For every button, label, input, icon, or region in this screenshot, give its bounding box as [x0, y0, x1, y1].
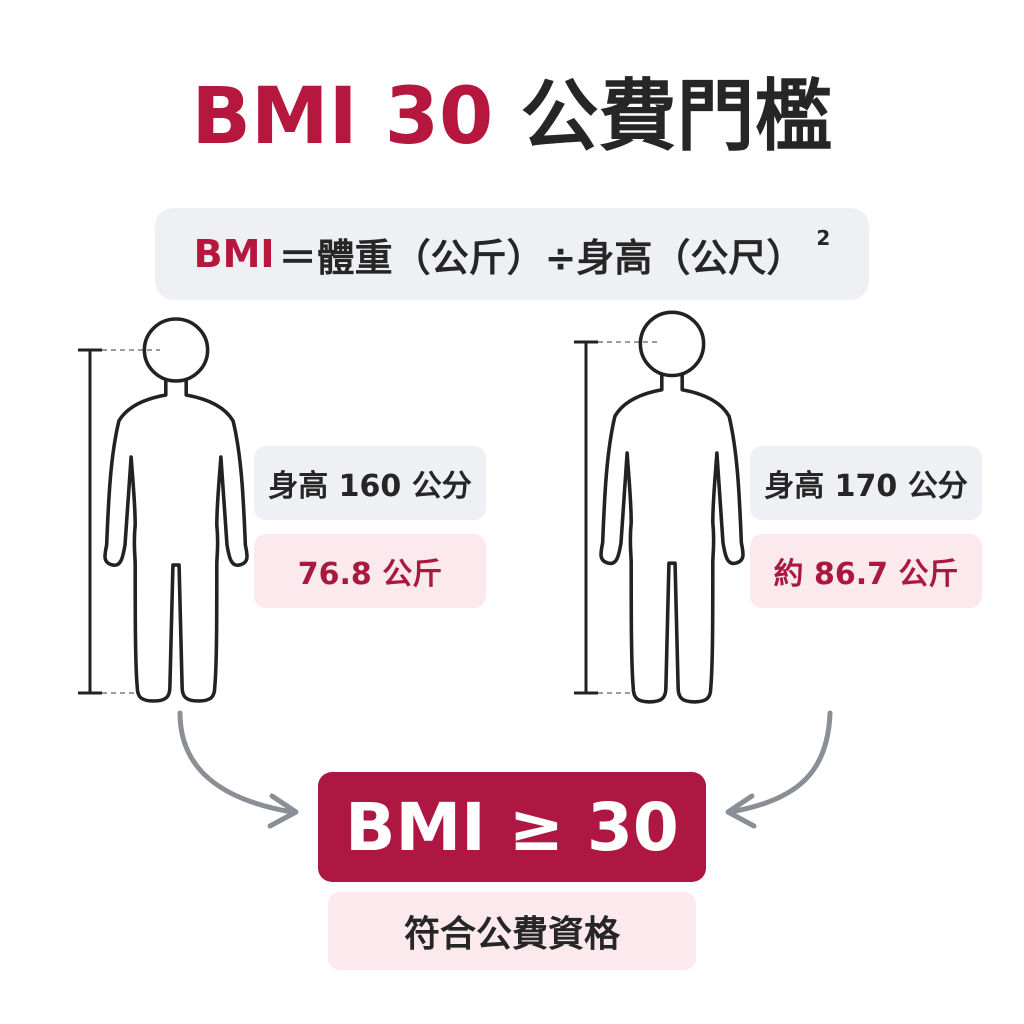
eligibility-box: 符合公費資格: [328, 892, 696, 970]
right-person-silhouette-icon: [599, 310, 745, 704]
right-arrow-icon: [725, 710, 833, 829]
left-height-label: 身高 160 公分: [254, 446, 486, 520]
title-rest: 公費門檻: [520, 72, 833, 162]
page-title: BMI 30 公費門檻: [0, 62, 1024, 172]
formula-text: ＝體重（公斤）÷身高（公尺）: [278, 235, 805, 280]
formula-superscript: 2: [816, 226, 831, 250]
right-person-group: [574, 310, 745, 704]
left-arrow-icon: [177, 710, 299, 829]
left-weight-label: 76.8 公斤: [254, 534, 486, 608]
left-person-silhouette-icon: [103, 317, 249, 703]
bmi-result-box: BMI ≥ 30: [318, 772, 706, 882]
title-accent: BMI 30: [191, 72, 494, 162]
right-weight-label: 約 86.7 公斤: [750, 534, 982, 608]
formula-bmi: BMI: [193, 232, 275, 276]
formula-box: BMI ＝體重（公斤）÷身高（公尺） 2: [155, 208, 869, 300]
left-person-group: [78, 317, 249, 703]
right-height-label: 身高 170 公分: [750, 446, 982, 520]
